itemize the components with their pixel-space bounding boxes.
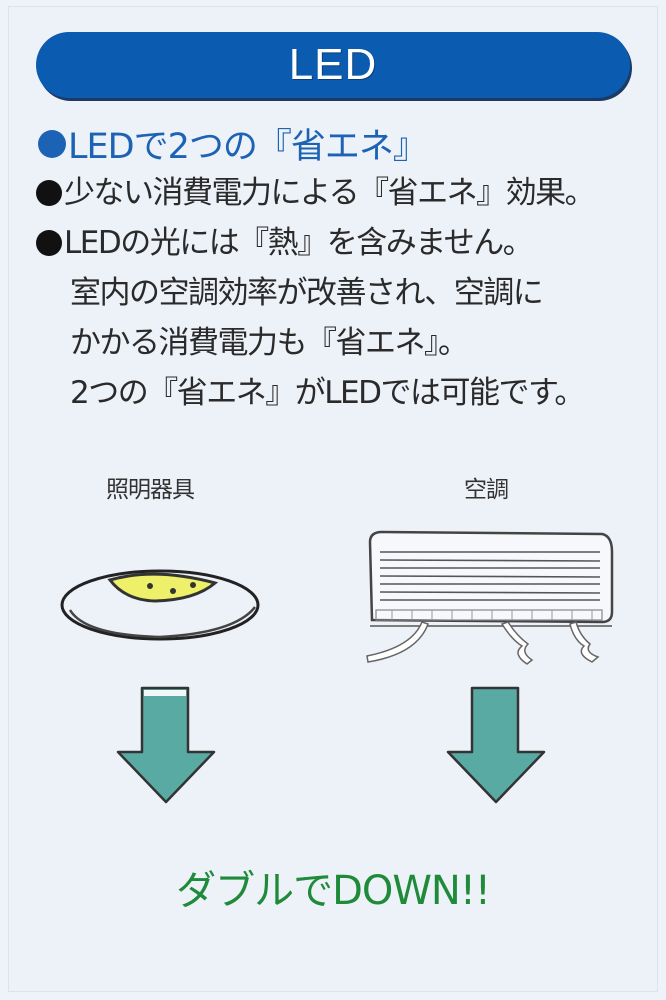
bullet-text: 2つの『省エネ』がLEDでは可能です。 — [70, 375, 585, 411]
title-banner: LED — [36, 32, 630, 98]
down-arrow-icon — [116, 686, 216, 804]
bullet-dot-icon — [38, 129, 66, 158]
ceiling-light-icon — [60, 569, 260, 641]
tagline: ダブルでDOWN!! — [176, 868, 491, 914]
aircon-label: 空調 — [464, 477, 509, 503]
content-panel — [8, 6, 658, 992]
bullet-list: 少ない消費電力による『省エネ』効果。 LEDの光には『熱』を含みません。 室内の… — [36, 168, 656, 418]
bullet-text: LEDの光には『熱』を含みません。 — [64, 225, 534, 261]
bullet-text: 少ない消費電力による『省エネ』効果。 — [64, 175, 596, 211]
bullet-text: 室内の空調効率が改善され、空調に — [70, 275, 544, 311]
bullet-text: かかる消費電力も『省エネ』。 — [70, 325, 469, 361]
bullet-continuation: かかる消費電力も『省エネ』。 — [36, 318, 656, 368]
down-arrow-icon — [446, 686, 546, 804]
bullet-continuation: 室内の空調効率が改善され、空調に — [36, 268, 656, 318]
bullet-dot-icon — [36, 180, 62, 206]
air-conditioner-icon — [366, 530, 614, 665]
lighting-label: 照明器具 — [106, 477, 195, 503]
bullet-dot-icon — [36, 230, 62, 256]
heading-text: LEDで2つの『省エネ』 — [68, 127, 428, 167]
bullet-item: LEDの光には『熱』を含みません。 — [36, 218, 656, 268]
bullet-item: 少ない消費電力による『省エネ』効果。 — [36, 168, 656, 218]
section-heading: LEDで2つの『省エネ』 — [38, 118, 428, 169]
bullet-continuation: 2つの『省エネ』がLEDでは可能です。 — [36, 368, 656, 418]
banner-title: LED — [288, 40, 378, 89]
